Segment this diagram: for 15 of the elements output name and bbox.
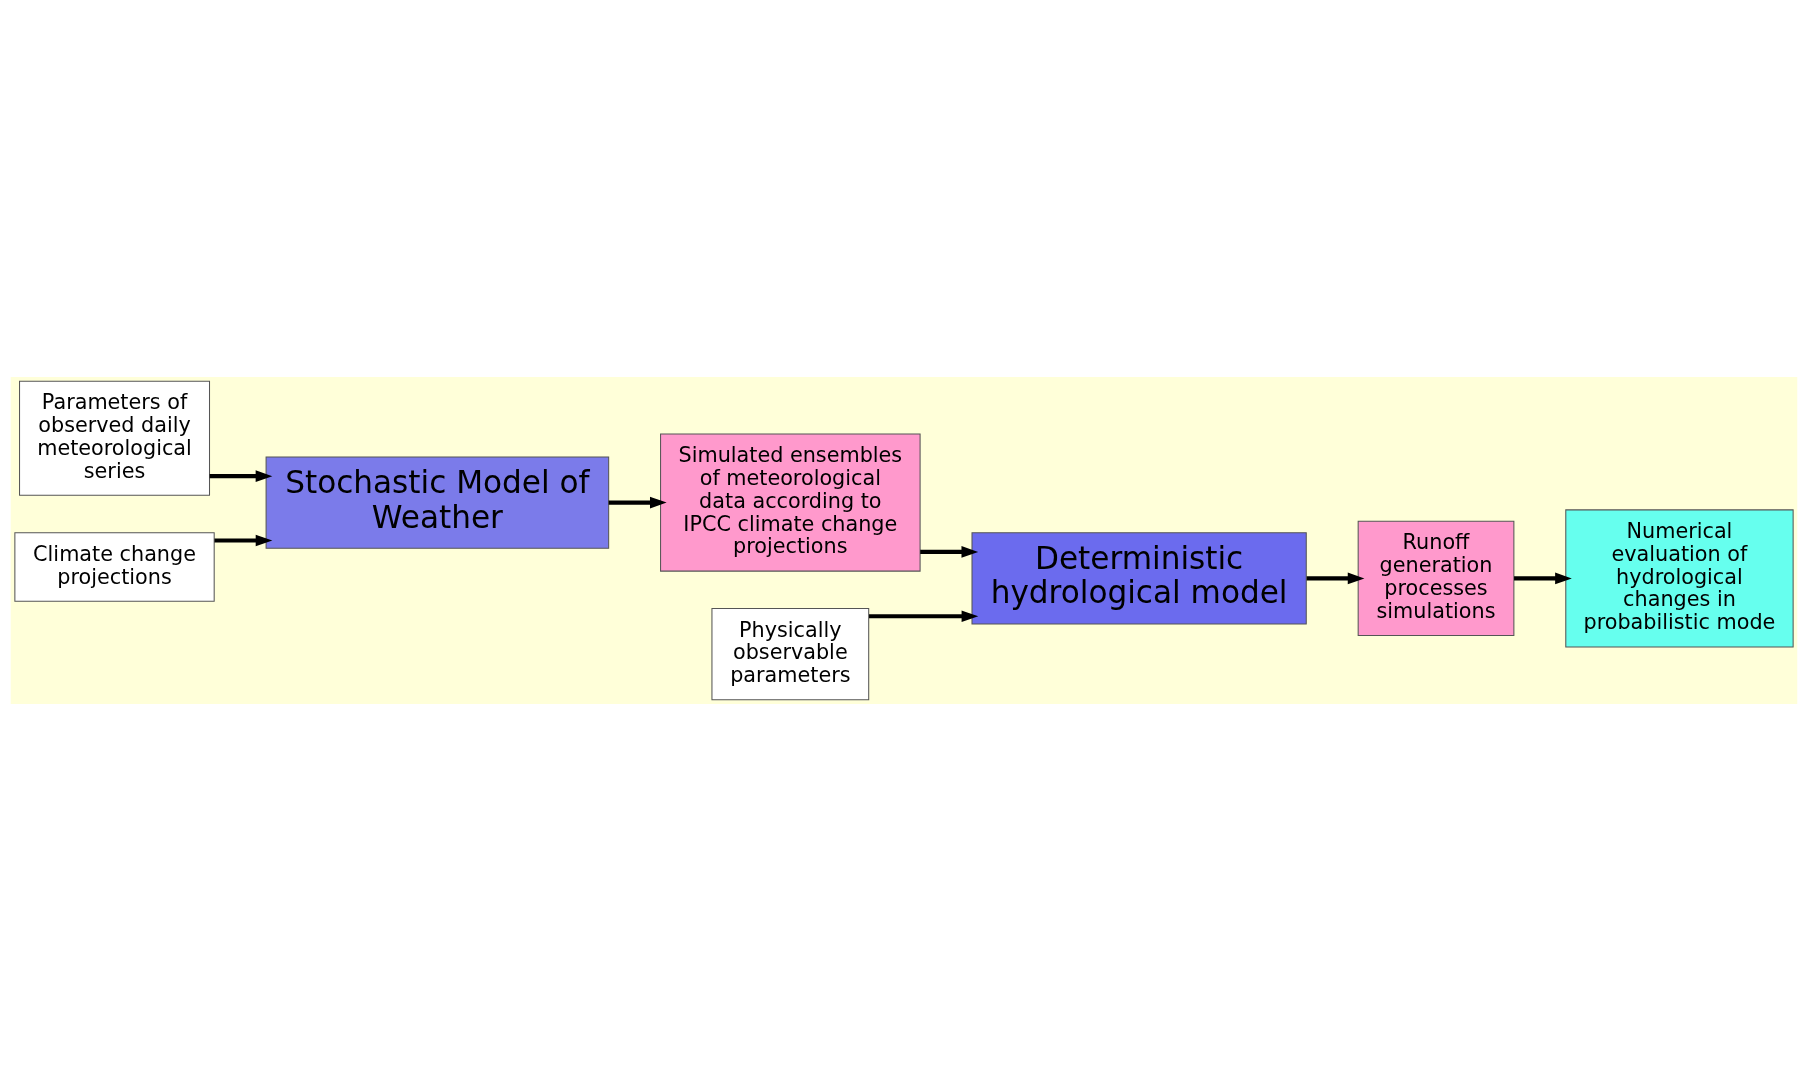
node-box: Numerical evaluation of hydrological changes in probabilistic mode (1564, 508, 1794, 647)
arrow (209, 469, 272, 482)
node-box: Runoff generation processes simulations (1357, 520, 1514, 636)
node-box: Stochastic Model of Weather (265, 455, 609, 549)
node-box: Parameters of observed daily meteorological series (18, 380, 210, 496)
arrow (868, 609, 978, 622)
arrow (1513, 572, 1572, 584)
arrow (1306, 572, 1364, 584)
arrow (213, 534, 272, 546)
node-box: Simulated ensembles of meteorological data according to IPCC climate change projections (659, 433, 921, 572)
arrow (608, 496, 667, 508)
node-box: Climate change projections (13, 531, 215, 602)
node-box: Deterministic hydrological model (971, 531, 1307, 625)
node-box: Physically observable parameters (710, 607, 869, 700)
arrow (919, 545, 978, 558)
